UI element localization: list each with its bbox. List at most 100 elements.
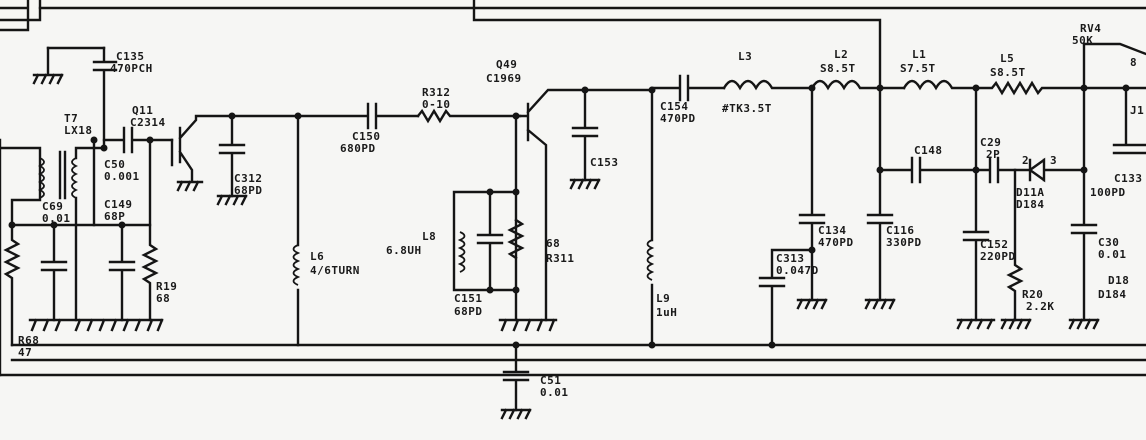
c135-value: 470PCH <box>110 62 153 75</box>
c69-capacitor <box>10 223 96 322</box>
pin-3-label: 3 <box>1050 154 1057 167</box>
d11a-diode <box>1000 157 1086 330</box>
c69-value: 0.01 <box>42 212 71 225</box>
c135-capacitor <box>32 46 118 150</box>
bottom-rails <box>0 138 1146 377</box>
c151-value: 68PD <box>454 305 483 318</box>
r311-label: R311 <box>546 252 575 265</box>
d18-label: D18 <box>1108 274 1129 287</box>
r68-resistor <box>3 223 21 347</box>
l6-label: L6 <box>310 250 324 263</box>
partial-label-8: 8 <box>1130 56 1137 69</box>
c148-label: C148 <box>914 144 943 157</box>
l6-inductor <box>292 114 301 347</box>
r312-label: R312 <box>422 86 451 99</box>
q11-label: Q11 <box>132 104 153 117</box>
c152-capacitor <box>956 86 996 330</box>
d11a-value: D184 <box>1016 198 1045 211</box>
t7-transformer <box>0 146 106 322</box>
t7-label: T7 <box>64 112 78 125</box>
c116-label: C116 <box>886 224 915 237</box>
l8-label: L8 <box>422 230 436 243</box>
c30-value: 0.01 <box>1098 248 1127 261</box>
c51-label: C51 <box>540 374 561 387</box>
l1-label: L1 <box>912 48 926 61</box>
l3-label: L3 <box>738 50 752 63</box>
c154-value: 470PD <box>660 112 696 125</box>
l8-tank <box>452 114 525 322</box>
left-ground-comb <box>28 318 164 332</box>
pin-2-label: 2 <box>1022 154 1029 167</box>
c154-label: C154 <box>660 100 689 113</box>
l5-inductor <box>974 80 1146 96</box>
c153-label: C153 <box>590 156 619 169</box>
r20-value: 2.2K <box>1026 300 1055 313</box>
c152-label: C152 <box>980 238 1009 251</box>
c312-label: C312 <box>234 172 263 185</box>
component-labels: C135 470PCH T7 LX18 Q11 C2314 C50 0.001 … <box>18 22 1144 399</box>
c312-capacitor <box>216 114 248 206</box>
q49-label: Q49 <box>496 58 517 71</box>
r20-label: R20 <box>1022 288 1043 301</box>
c150-capacitor <box>230 102 420 130</box>
c133-value: 100PD <box>1090 186 1126 199</box>
r312-resistor <box>416 108 522 124</box>
r68-value: 47 <box>18 346 32 359</box>
r19-label: R19 <box>156 280 177 293</box>
q49-value: C1969 <box>486 72 522 85</box>
c152-value: 220PD <box>980 250 1016 263</box>
c312-value: 68PD <box>234 184 263 197</box>
c69-label: C69 <box>42 200 63 213</box>
c134-label: C134 <box>818 224 847 237</box>
top-wires <box>0 0 1146 90</box>
l3-inductor <box>722 79 814 91</box>
t7-value: LX18 <box>64 124 93 137</box>
c150-label: C150 <box>352 130 381 143</box>
l2-inductor <box>810 79 906 91</box>
l9-label: L9 <box>656 292 670 305</box>
c149-value: 68P <box>104 210 125 223</box>
rv4-c30-network <box>1068 42 1146 330</box>
l6-value: 4/6TURN <box>310 264 360 277</box>
c116-capacitor <box>864 86 896 310</box>
c29-capacitor <box>974 156 1032 184</box>
c29-value: 2P <box>986 148 1000 161</box>
r68-label: R68 <box>18 334 39 347</box>
junction-dots <box>8 84 1130 349</box>
r19-resistor <box>141 138 159 322</box>
c51-capacitor <box>500 343 532 420</box>
c133-label: C133 <box>1114 172 1143 185</box>
r19-value: 68 <box>156 292 170 305</box>
q49-transistor <box>518 88 587 322</box>
c135-label: C135 <box>116 50 145 63</box>
c51-value: 0.01 <box>540 386 569 399</box>
c150-value: 680PD <box>340 142 376 155</box>
c313-capacitor <box>758 248 814 347</box>
q11-value: C2314 <box>130 116 166 129</box>
c134-capacitor <box>796 86 828 310</box>
c50-value: 0.001 <box>104 170 140 183</box>
c50-label: C50 <box>104 158 125 171</box>
rv4-label: RV4 <box>1080 22 1101 35</box>
l2-label: L2 <box>834 48 848 61</box>
rv4-value: 50K <box>1072 34 1093 47</box>
l2-value: S8.5T <box>820 62 856 75</box>
l1-inductor <box>902 79 978 91</box>
j1-label: J1 <box>1130 104 1144 117</box>
c151-label: C151 <box>454 292 483 305</box>
c148-capacitor <box>878 156 978 184</box>
l5-value: S8.5T <box>990 66 1026 79</box>
c30-label: C30 <box>1098 236 1119 249</box>
d11a-label: D11A <box>1016 186 1045 199</box>
l5-label: L5 <box>1000 52 1014 65</box>
q49-ground <box>498 318 558 332</box>
q11-transistor <box>170 114 234 192</box>
c154-capacitor <box>650 74 726 102</box>
l1-value: S7.5T <box>900 62 936 75</box>
c116-value: 330PD <box>886 236 922 249</box>
c29-label: C29 <box>980 136 1001 149</box>
l8-value: 6.8UH <box>386 244 422 257</box>
c133-capacitor <box>1112 86 1146 155</box>
c153-capacitor <box>569 88 601 190</box>
